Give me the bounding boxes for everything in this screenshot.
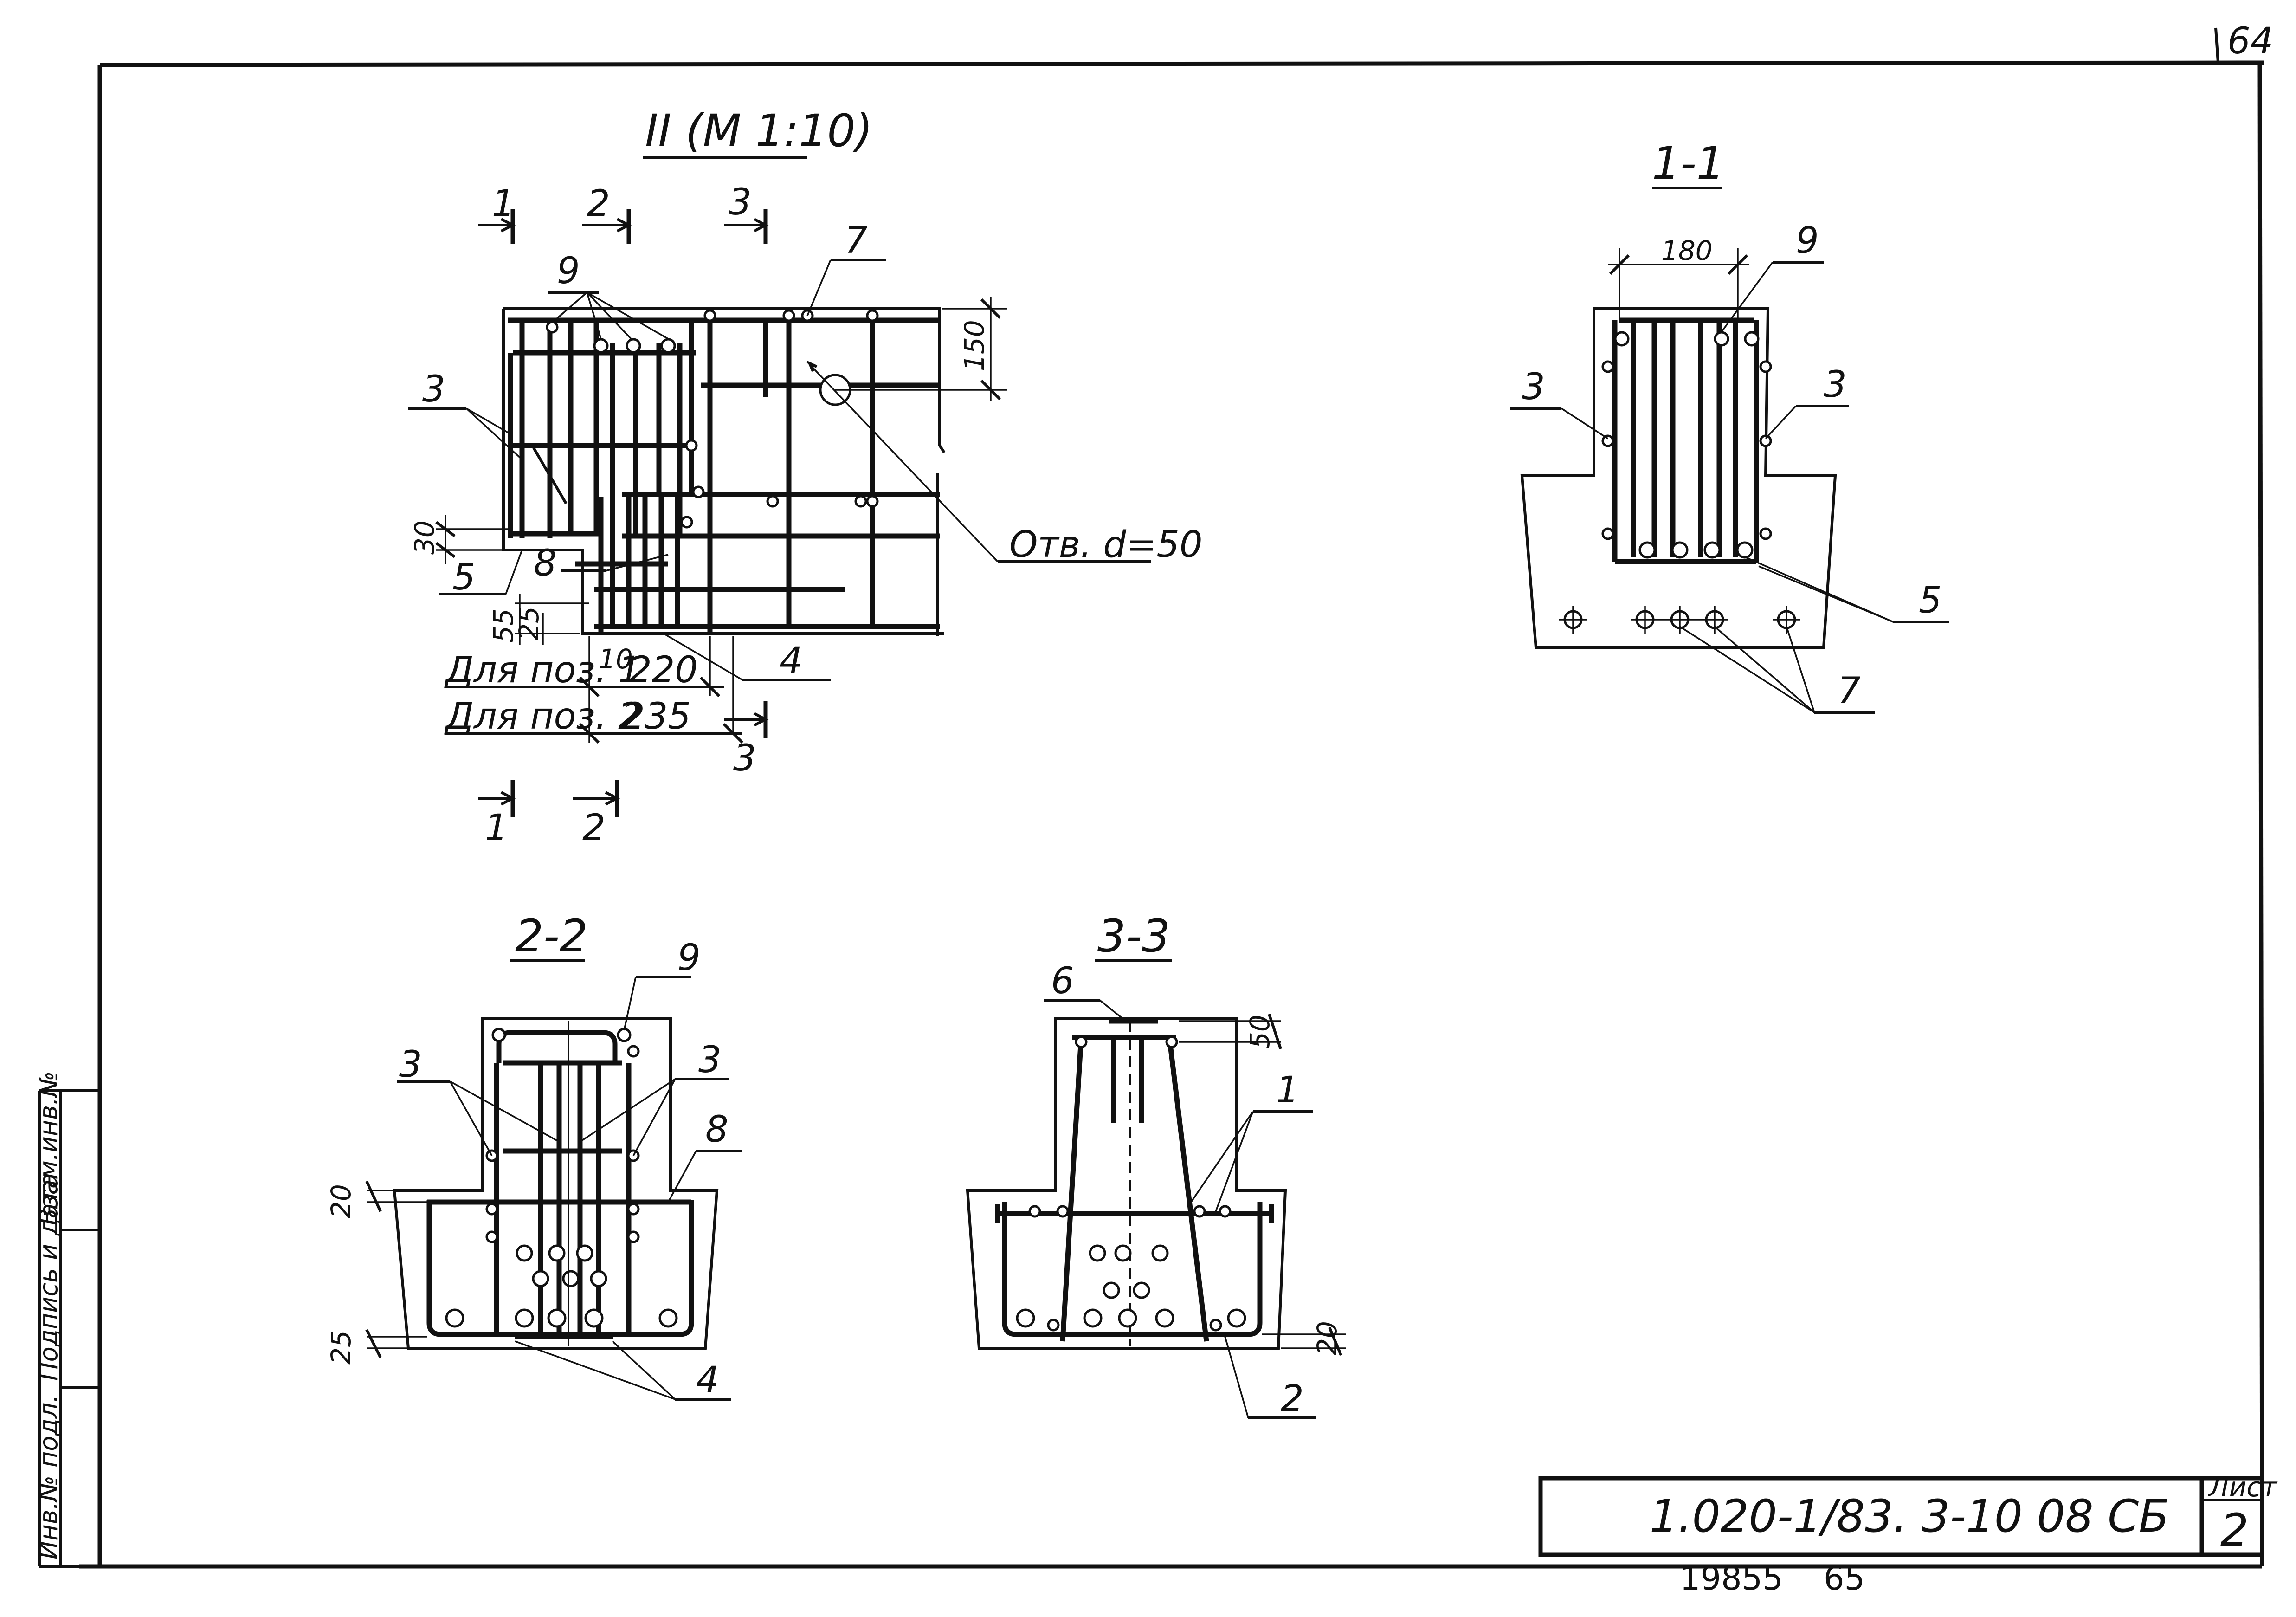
corner-sheet-number: 64 bbox=[2227, 20, 2273, 62]
view-ii-pos-7: 7 bbox=[845, 220, 868, 262]
anchor-holes bbox=[1559, 606, 1800, 634]
view-ii-pos-4: 4 bbox=[780, 640, 803, 682]
section-2-2-title: 2-2 bbox=[515, 910, 588, 962]
section-mark-3-bottom bbox=[724, 701, 769, 738]
section-mark-3-top bbox=[724, 209, 769, 244]
side-column-replaced-inv: Взам.инв.№ bbox=[34, 1071, 63, 1225]
section-2-2: 2-2 bbox=[325, 910, 742, 1401]
view-ii-pos-3: 3 bbox=[422, 369, 445, 410]
side-column-inv-no: Инв.№ подл. bbox=[34, 1395, 63, 1559]
dim-235: 235 bbox=[622, 696, 691, 737]
dim-30: 30 bbox=[409, 520, 440, 555]
section-1-1: 1-1 bbox=[1510, 137, 1949, 714]
view-ii-pos-9: 9 bbox=[557, 250, 580, 292]
view-ii-pos-5: 5 bbox=[452, 556, 476, 598]
section-1-1-pos-7: 7 bbox=[1838, 670, 1861, 712]
side-column-signature-date: Подпись и дата bbox=[34, 1173, 63, 1381]
section-mark-2-bottom-label: 2 bbox=[582, 807, 606, 849]
section-2-2-pos-4: 4 bbox=[696, 1359, 719, 1401]
drawing-code: 1.020-1/83. 3-10 08 СБ bbox=[1650, 1490, 2169, 1542]
section-3-3: 3-3 50 bbox=[966, 910, 1346, 1420]
dim-220: 220 bbox=[629, 649, 698, 691]
dim-25: 25 bbox=[513, 606, 545, 640]
view-ii: II (М 1:10) 1 2 3 bbox=[408, 105, 1203, 849]
section-1-1-pos-3-left: 3 bbox=[1522, 366, 1545, 408]
sheet-label: Лист bbox=[2208, 1471, 2278, 1503]
dim-150: 150 bbox=[959, 320, 990, 371]
section-3-3-pos-1: 1 bbox=[1276, 1069, 1299, 1111]
view-ii-pos-8: 8 bbox=[534, 543, 557, 584]
section-3-3-dim-20: 20 bbox=[1311, 1321, 1343, 1355]
section-mark-3-top-label: 3 bbox=[729, 181, 752, 223]
section-2-2-pos-3-right: 3 bbox=[698, 1039, 722, 1081]
section-mark-1-bottom-label: 1 bbox=[485, 807, 508, 849]
section-mark-1-top-label: 1 bbox=[492, 183, 515, 225]
side-approval-columns bbox=[38, 1089, 101, 1568]
section-3-3-title: 3-3 bbox=[1097, 910, 1170, 962]
section-mark-1-bottom bbox=[478, 780, 516, 817]
note-for-pos-2: Для поз. 2 bbox=[444, 696, 641, 737]
section-1-1-title: 1-1 bbox=[1652, 137, 1725, 189]
section-mark-2-bottom bbox=[573, 780, 620, 817]
section-mark-1-top bbox=[478, 209, 516, 244]
bottom-number-2: 65 bbox=[1824, 1559, 1865, 1598]
hole-callout: Отв. d=50 bbox=[1009, 524, 1203, 566]
section-2-2-pos-3-left: 3 bbox=[399, 1044, 422, 1086]
section-3-3-pos-2: 2 bbox=[1281, 1378, 1304, 1420]
view-ii-title: II (М 1:10) bbox=[645, 105, 873, 157]
section-1-1-pos-3-right: 3 bbox=[1824, 364, 1847, 406]
dim-55: 55 bbox=[488, 608, 519, 643]
section-mark-2-top-label: 2 bbox=[587, 183, 610, 225]
section-2-2-dim-20: 20 bbox=[325, 1184, 357, 1218]
dim-10: 10 bbox=[599, 643, 633, 675]
section-mark-3-bottom-label: 3 bbox=[733, 737, 756, 779]
section-2-2-pos-8: 8 bbox=[705, 1109, 729, 1151]
bottom-number-1: 19855 bbox=[1680, 1559, 1783, 1598]
section-3-3-dim-50: 50 bbox=[1244, 1015, 1276, 1049]
section-2-2-pos-9: 9 bbox=[677, 937, 701, 979]
dim-180: 180 bbox=[1661, 235, 1713, 266]
section-1-1-pos-9: 9 bbox=[1796, 220, 1819, 262]
sheet-number: 2 bbox=[2220, 1504, 2249, 1556]
section-1-1-pos-5: 5 bbox=[1919, 580, 1942, 621]
section-mark-2-top bbox=[582, 209, 632, 244]
note-for-pos-1: Для поз. 1 bbox=[444, 649, 641, 691]
title-block bbox=[1538, 1476, 2264, 1557]
section-2-2-dim-25: 25 bbox=[325, 1330, 357, 1365]
section-3-3-pos-6: 6 bbox=[1051, 960, 1074, 1002]
